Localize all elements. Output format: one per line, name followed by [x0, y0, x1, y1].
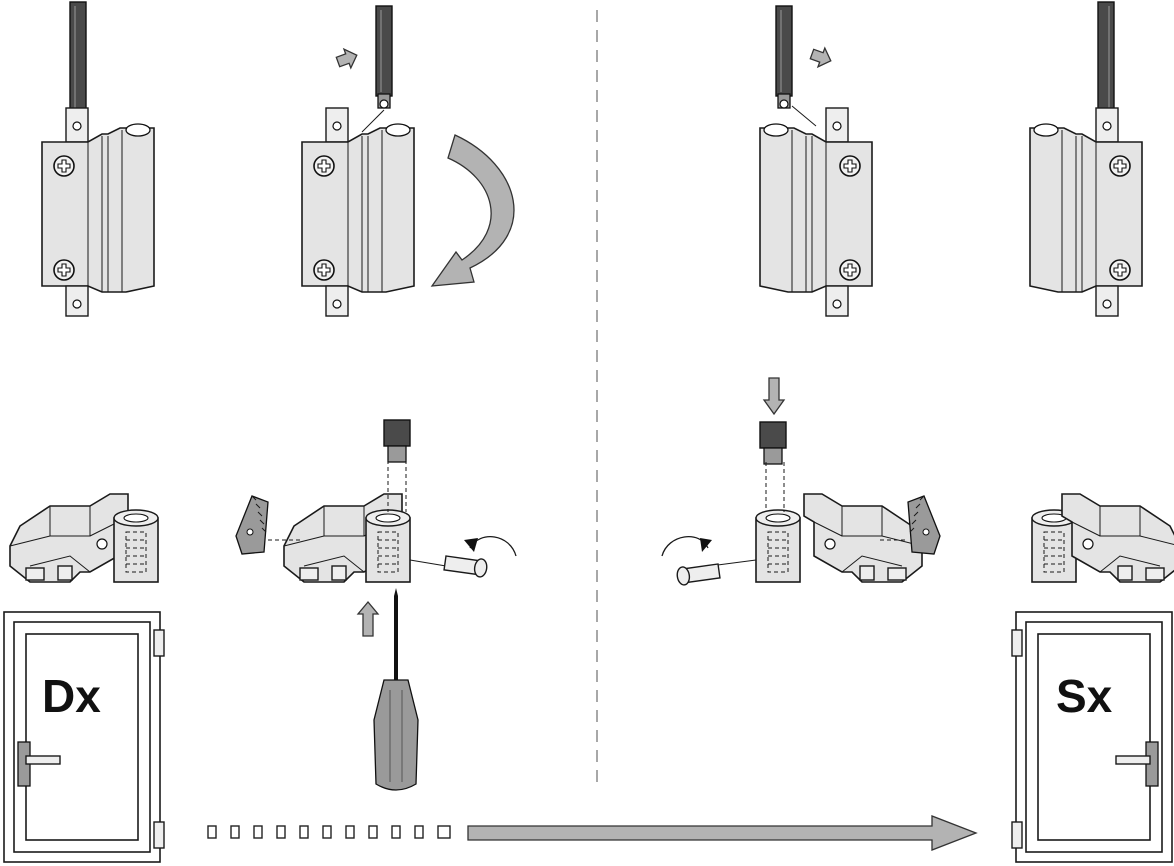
barrel-exploded-right: [755, 509, 801, 583]
hinge-assembled-left: [42, 2, 154, 316]
right-arrow-icon: [467, 815, 978, 851]
door-label-right: Sx: [1056, 670, 1113, 722]
clip-right: [907, 495, 941, 555]
push-arrow-icon: [807, 43, 835, 71]
barrel-exploded-left: [365, 509, 411, 583]
hinge-pin-removed-left: [302, 108, 414, 316]
pull-arrow-icon: [333, 45, 361, 73]
cap-screw-left: [383, 419, 411, 463]
bolt-right: [676, 563, 721, 586]
progress-dot: [276, 825, 286, 839]
bracket-assembled-left: [9, 493, 129, 583]
down-arrow-icon: [762, 377, 786, 416]
progress-dot: [345, 825, 355, 839]
up-arrow-icon: [356, 600, 380, 637]
progress-dot: [437, 825, 451, 839]
hinge-pin-removed-right: [760, 108, 872, 316]
rotate-arrow-icon: [430, 134, 515, 287]
door-right-icon: [1011, 611, 1173, 863]
hinge-assembled-right: [1030, 2, 1142, 316]
bracket-exploded-right: [803, 493, 923, 583]
progress-dot: [230, 825, 240, 839]
clip-left: [235, 495, 269, 555]
barrel-left: [113, 509, 159, 583]
loose-pin-right: [775, 5, 793, 109]
progress-dot: [391, 825, 401, 839]
screwdriver-icon: [373, 588, 419, 791]
progress-dots: [207, 825, 451, 839]
progress-dot: [299, 825, 309, 839]
progress-dot: [414, 825, 424, 839]
progress-dot: [322, 825, 332, 839]
door-label-left: Dx: [42, 670, 101, 722]
progress-dot: [207, 825, 217, 839]
loose-pin-left: [375, 5, 393, 109]
bolt-left: [443, 555, 488, 578]
door-left-icon: [3, 611, 165, 863]
progress-dot: [368, 825, 378, 839]
bracket-assembled-right: [1061, 493, 1174, 583]
cap-screw-right: [759, 421, 787, 465]
progress-dot: [253, 825, 263, 839]
